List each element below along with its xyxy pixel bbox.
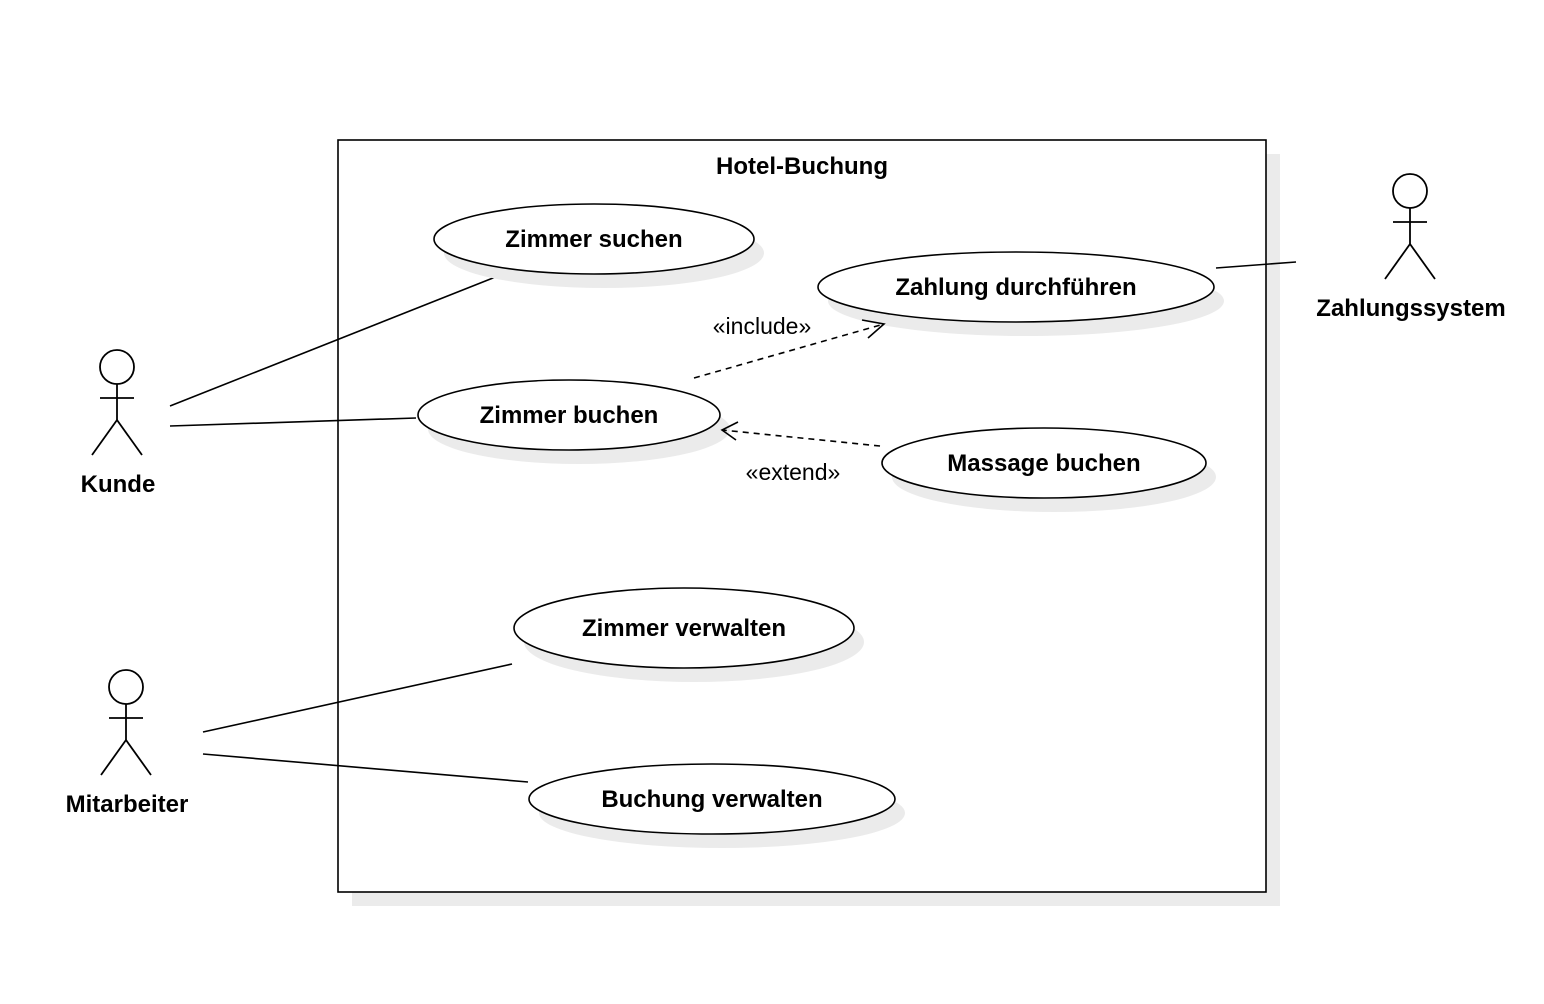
actor-mitarbeiter: Mitarbeiter (66, 669, 189, 818)
use-case-ellipse (433, 203, 755, 275)
use-case-label: Buchung verwalten (601, 786, 822, 813)
use-case-label: Zimmer suchen (505, 226, 682, 253)
extend-arrowhead (720, 421, 739, 441)
use-case-label: Zahlung durchführen (895, 274, 1136, 301)
use-case-zimmer-buchen: Zimmer buchen (417, 379, 721, 451)
association-mitarbeiter-buchung-verwalten (202, 753, 529, 783)
use-case-ellipse (417, 379, 721, 451)
association-kunde-zimmer-suchen (169, 275, 499, 407)
system-title: Hotel-Buchung (716, 153, 888, 180)
extend-relation: «extend» (720, 421, 881, 485)
use-case-ellipse (817, 251, 1215, 323)
use-case-label: Zimmer buchen (480, 402, 659, 429)
stick-figure-icon (91, 349, 143, 456)
associations (169, 261, 1297, 783)
actor-label: Zahlungssystem (1316, 295, 1505, 322)
include-label: «include» (713, 313, 811, 339)
use-case-zimmer-suchen: Zimmer suchen (433, 203, 755, 275)
use-case-buchung-verwalten: Buchung verwalten (528, 763, 896, 835)
include-relation: «include» (693, 313, 886, 379)
actor-zahlungssystem: Zahlungssystem (1316, 173, 1506, 322)
use-case-label: Massage buchen (947, 450, 1140, 477)
stick-figure-icon (1384, 173, 1436, 280)
use-case-ellipse (513, 587, 855, 669)
extend-arrow-line (721, 429, 881, 447)
actor-label: Kunde (81, 471, 156, 498)
association-zahlungssystem-zahlung (1215, 261, 1297, 269)
association-kunde-zimmer-buchen (169, 417, 417, 427)
use-case-ellipse (881, 427, 1207, 499)
use-case-zimmer-verwalten: Zimmer verwalten (513, 587, 855, 669)
use-case-massage-buchen: Massage buchen (881, 427, 1207, 499)
use-case-zahlung-durchfuehren: Zahlung durchführen (817, 251, 1215, 323)
extend-label: «extend» (746, 459, 841, 485)
stick-figure-icon (100, 669, 152, 776)
association-mitarbeiter-zimmer-verwalten (202, 663, 513, 733)
include-arrowhead (861, 319, 886, 339)
actor-label: Mitarbeiter (66, 791, 189, 818)
use-case-ellipse (528, 763, 896, 835)
actor-kunde: Kunde (81, 349, 156, 498)
use-case-label: Zimmer verwalten (582, 615, 786, 642)
